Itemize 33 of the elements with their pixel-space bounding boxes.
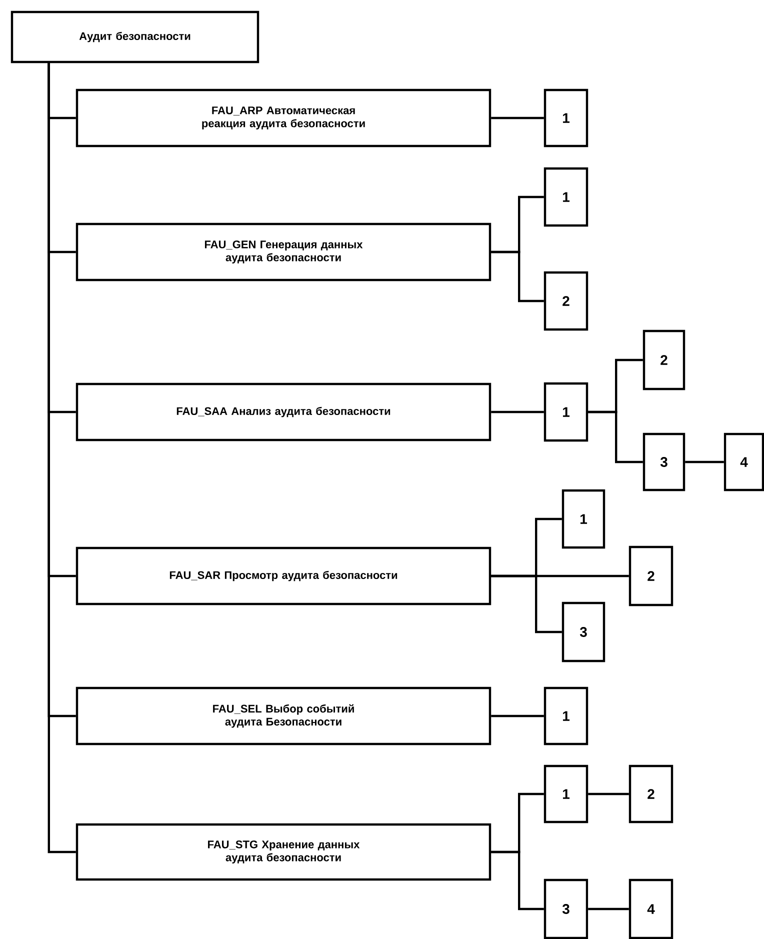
connector bbox=[48, 63, 76, 854]
number-box: 1 bbox=[544, 764, 588, 824]
number-box: 2 bbox=[628, 764, 674, 824]
process-box: FAU_SAR Просмотр аудита безопасности bbox=[76, 546, 492, 606]
process-box: FAU_GEN Генерация данных аудита безопасности bbox=[76, 222, 492, 282]
number-box: 1 bbox=[562, 489, 606, 549]
number-box: 1 bbox=[544, 382, 588, 442]
root-box: Аудит безопасности bbox=[10, 10, 260, 64]
connector bbox=[685, 460, 724, 464]
number-box: 4 bbox=[628, 878, 674, 939]
number-box: 3 bbox=[562, 602, 606, 662]
connector bbox=[491, 574, 562, 634]
number-box: 3 bbox=[544, 878, 588, 939]
number-box: 4 bbox=[724, 432, 764, 492]
connector bbox=[588, 792, 629, 796]
connector bbox=[588, 410, 643, 464]
connector bbox=[491, 410, 544, 414]
process-box: FAU_SEL Выбор событий аудита Безопасности bbox=[76, 686, 492, 746]
process-box: FAU_ARP Автоматическая реакция аудита безопасности bbox=[76, 88, 492, 148]
process-box: FAU_STG Хранение данных аудита безопасности bbox=[76, 823, 492, 881]
number-box: 1 bbox=[544, 88, 588, 148]
connector bbox=[491, 714, 544, 718]
number-box: 3 bbox=[642, 432, 686, 492]
number-box: 2 bbox=[544, 271, 588, 331]
number-box: 2 bbox=[628, 546, 674, 606]
connector bbox=[588, 908, 629, 910]
process-box: FAU_SAA Анализ аудита безопасности bbox=[76, 382, 492, 442]
number-box: 2 bbox=[642, 330, 686, 390]
number-box: 1 bbox=[544, 686, 588, 746]
connector bbox=[491, 116, 544, 120]
number-box: 1 bbox=[544, 167, 588, 227]
connector bbox=[491, 850, 544, 910]
connector bbox=[491, 250, 544, 302]
